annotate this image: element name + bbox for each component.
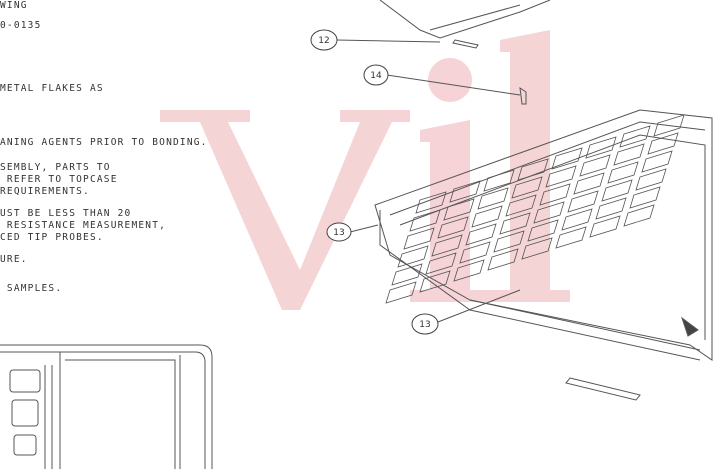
- note-line: UST BE LESS THAN 20: [0, 208, 132, 219]
- key-opening: [623, 204, 655, 227]
- watermark-letter-v: [160, 110, 410, 310]
- key-opening: [551, 147, 583, 170]
- key-opening: [419, 270, 451, 293]
- key-opening: [391, 263, 423, 286]
- key-opening: [453, 259, 485, 282]
- note-line: CED TIP PROBES.: [0, 232, 104, 243]
- key-opening: [595, 197, 627, 220]
- note-line: METAL FLAKES AS: [0, 83, 104, 94]
- key-opening: [601, 179, 633, 202]
- callout-13: 13: [419, 320, 430, 330]
- key-opening: [607, 161, 639, 184]
- key-opening: [555, 226, 587, 249]
- key-opening: [635, 168, 667, 191]
- key-opening: [533, 201, 565, 224]
- note-line: SEMBLY, PARTS TO: [0, 162, 111, 173]
- key-opening: [477, 187, 509, 210]
- key-opening: [403, 227, 435, 250]
- watermark-letter-i: [410, 120, 490, 302]
- key-opening: [641, 150, 673, 173]
- key-opening: [613, 143, 645, 166]
- key-opening: [647, 132, 679, 155]
- key-opening: [415, 191, 447, 214]
- key-opening: [517, 158, 549, 181]
- callout-14: 14: [370, 71, 382, 81]
- key-opening: [487, 248, 519, 271]
- note-line: 0-0135: [0, 20, 42, 31]
- key-opening: [459, 241, 491, 264]
- key-opening: [409, 209, 441, 232]
- key-opening: [585, 136, 617, 159]
- note-line: URE.: [0, 254, 28, 265]
- note-line: SAMPLES.: [0, 283, 63, 294]
- note-line: RESISTANCE MEASUREMENT,: [0, 220, 167, 231]
- key-opening: [567, 190, 599, 213]
- key-opening: [471, 205, 503, 228]
- key-opening: [629, 186, 661, 209]
- key-opening: [579, 154, 611, 177]
- callout-13: 13: [333, 228, 344, 238]
- key-opening: [619, 125, 651, 148]
- key-opening: [539, 183, 571, 206]
- note-line: REQUIREMENTS.: [0, 186, 90, 197]
- key-opening: [561, 208, 593, 231]
- key-opening: [449, 180, 481, 203]
- key-opening: [465, 223, 497, 246]
- key-opening: [443, 198, 475, 221]
- key-opening: [589, 215, 621, 238]
- key-opening: [499, 212, 531, 235]
- watermark-letter-i-dot: [428, 58, 472, 102]
- key-opening: [483, 169, 515, 192]
- key-opening: [425, 252, 457, 275]
- key-opening: [385, 281, 417, 304]
- key-opening: [431, 234, 463, 257]
- key-opening: [653, 114, 685, 137]
- note-line: ANING AGENTS PRIOR TO BONDING.: [0, 137, 208, 148]
- key-opening: [437, 216, 469, 239]
- key-opening: [505, 194, 537, 217]
- key-opening: [545, 165, 577, 188]
- key-opening: [573, 172, 605, 195]
- note-line: WING: [0, 0, 28, 11]
- key-opening: [521, 237, 553, 260]
- key-opening: [527, 219, 559, 242]
- note-line: REFER TO TOPCASE: [0, 174, 118, 185]
- callout-12: 12: [318, 36, 329, 46]
- key-opening: [511, 176, 543, 199]
- key-opening: [493, 230, 525, 253]
- key-opening: [397, 245, 429, 268]
